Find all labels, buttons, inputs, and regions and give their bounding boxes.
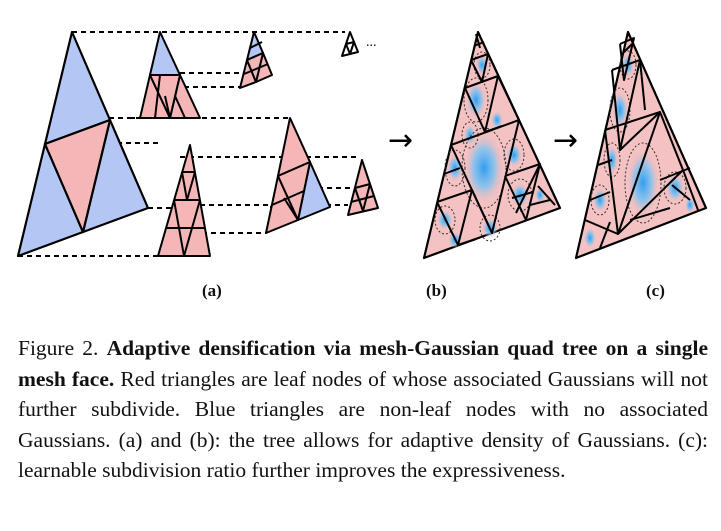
- ellipsis-text: ...: [366, 35, 377, 50]
- node-l2-right: [347, 159, 379, 216]
- panel-c-learnable: [574, 30, 708, 260]
- caption-prefix: Figure 2.: [18, 336, 99, 360]
- figure-diagram: ... → →: [16, 30, 708, 260]
- arrow-a-to-b: →: [388, 123, 413, 158]
- subdivision-lines-c: [584, 37, 699, 249]
- node-l1-right: [265, 117, 331, 234]
- subdivision-lines-b: [436, 33, 556, 246]
- caption-title: Adaptive densification via mesh-Gaussian…: [18, 336, 709, 391]
- subfigure-label-a: (a): [202, 281, 222, 300]
- node-l3-tiny: [341, 31, 359, 57]
- arrow-b-to-c: →: [553, 123, 578, 158]
- subfigure-label-b: (b): [426, 281, 447, 300]
- node-l1-top: [139, 31, 201, 119]
- figure-caption: Figure 2. Adaptive densification via mes…: [18, 333, 708, 486]
- root-node: [16, 30, 150, 258]
- subfigure-label-c: (c): [646, 281, 665, 300]
- gaussian-outlines-c: [590, 50, 687, 224]
- node-l2-top: [239, 31, 273, 89]
- panel-a-tree: ...: [16, 30, 379, 258]
- caption-body: Red triangles are leaf nodes of whose as…: [18, 366, 709, 483]
- panel-b-gaussians: [422, 30, 562, 260]
- node-l1-mid: [157, 144, 211, 257]
